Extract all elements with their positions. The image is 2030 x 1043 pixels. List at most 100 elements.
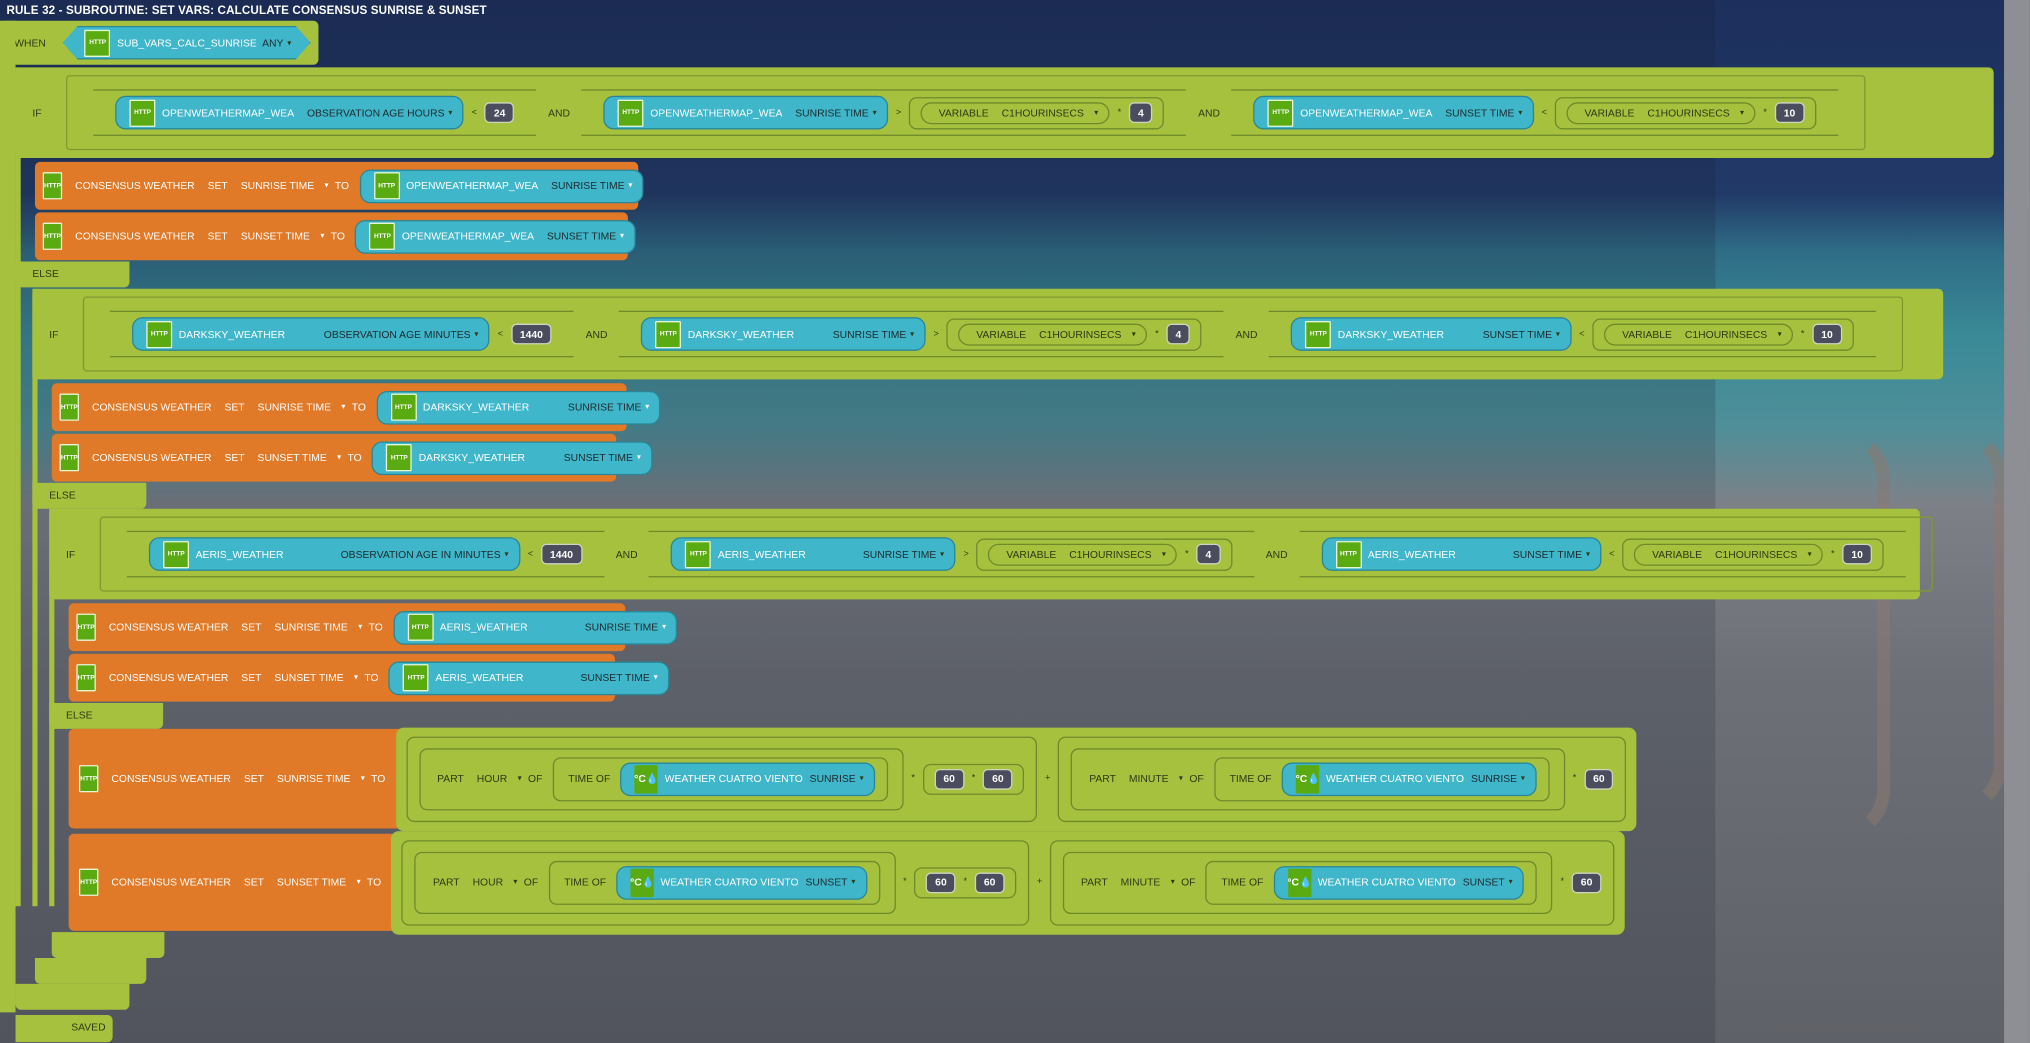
number-input[interactable]: 4: [1196, 543, 1221, 565]
chevron-down-icon[interactable]: ▾: [653, 674, 658, 683]
number-input[interactable]: 60: [1571, 871, 1602, 893]
chevron-down-icon[interactable]: ▾: [1178, 775, 1183, 784]
chevron-down-icon[interactable]: ▾: [1508, 879, 1513, 887]
chevron-down-icon[interactable]: ▾: [341, 403, 346, 412]
vertical-scrollbar[interactable]: [2004, 0, 2030, 1043]
chevron-down-icon[interactable]: ▾: [513, 879, 518, 887]
target-field-dropdown[interactable]: SUNSET TIME: [257, 451, 327, 464]
target-field-dropdown[interactable]: SUNSET TIME: [274, 671, 344, 684]
field-dropdown[interactable]: SUNRISE TIME: [862, 548, 937, 560]
field-dropdown[interactable]: SUNRISE TIME: [832, 328, 907, 340]
chevron-down-icon[interactable]: ▾: [636, 454, 641, 463]
field-dropdown[interactable]: SUNRISE: [809, 772, 856, 785]
chevron-down-icon[interactable]: ▾: [872, 109, 877, 118]
chevron-down-icon[interactable]: ▾: [645, 403, 650, 412]
target-field-dropdown[interactable]: SUNRISE TIME: [240, 179, 315, 192]
chevron-down-icon[interactable]: ▾: [628, 182, 633, 191]
target-field-dropdown[interactable]: SUNRISE TIME: [257, 401, 332, 413]
chevron-down-icon[interactable]: ▾: [287, 39, 292, 48]
chevron-down-icon[interactable]: ▾: [1161, 550, 1166, 559]
chevron-down-icon[interactable]: ▾: [1094, 109, 1099, 118]
number-input[interactable]: 4: [1128, 102, 1153, 123]
number-input[interactable]: 1440: [510, 323, 552, 345]
part-dropdown[interactable]: MINUTE: [1128, 772, 1169, 785]
number-input[interactable]: 60: [926, 871, 956, 893]
chevron-down-icon[interactable]: ▾: [353, 674, 358, 683]
part-dropdown[interactable]: MINUTE: [1120, 876, 1161, 889]
target-field-dropdown[interactable]: SUNRISE TIME: [276, 772, 351, 785]
number-input[interactable]: 10: [1842, 543, 1872, 565]
field-dropdown[interactable]: SUNSET TIME: [580, 671, 650, 684]
chevron-down-icon[interactable]: ▾: [448, 109, 453, 118]
number-input[interactable]: 60: [934, 768, 965, 790]
chevron-down-icon[interactable]: ▾: [940, 550, 945, 559]
chevron-down-icon[interactable]: ▾: [662, 623, 666, 632]
field-dropdown[interactable]: SUNSET TIME: [1512, 548, 1583, 560]
number-input[interactable]: 60: [974, 871, 1005, 893]
field-dropdown[interactable]: ANY: [262, 36, 284, 49]
chevron-down-icon[interactable]: ▾: [504, 550, 509, 559]
number-input[interactable]: 10: [1774, 102, 1805, 123]
chevron-down-icon[interactable]: ▾: [1740, 109, 1744, 118]
chevron-down-icon[interactable]: ▾: [910, 330, 915, 339]
chevron-down-icon[interactable]: ▾: [1518, 109, 1523, 118]
number-input[interactable]: 10: [1812, 323, 1842, 345]
field-dropdown[interactable]: SUNSET: [805, 876, 848, 889]
chevron-down-icon[interactable]: ▾: [1555, 330, 1560, 339]
number-input[interactable]: 1440: [540, 543, 583, 565]
chevron-down-icon[interactable]: ▾: [324, 182, 329, 191]
number-input[interactable]: 4: [1166, 323, 1191, 345]
chevron-down-icon[interactable]: ▾: [1520, 775, 1525, 784]
target-field-dropdown[interactable]: SUNRISE TIME: [274, 621, 348, 634]
chevron-down-icon[interactable]: ▾: [320, 233, 325, 241]
chevron-down-icon[interactable]: ▾: [1777, 330, 1782, 339]
field-dropdown[interactable]: SUNRISE TIME: [584, 621, 659, 634]
field-dropdown[interactable]: OBSERVATION AGE IN MINUTES: [340, 548, 501, 560]
field-dropdown[interactable]: SUNSET TIME: [1445, 106, 1515, 119]
field-dropdown[interactable]: SUNSET: [1462, 876, 1505, 889]
target-field-dropdown[interactable]: SUNSET TIME: [276, 876, 347, 889]
chevron-down-icon[interactable]: ▾: [358, 623, 363, 632]
chevron-down-icon[interactable]: ▾: [517, 775, 522, 784]
chevron-down-icon[interactable]: ▾: [1131, 330, 1136, 339]
field-dropdown[interactable]: SUNRISE TIME: [551, 179, 625, 192]
number-input[interactable]: 60: [1584, 768, 1614, 790]
chevron-down-icon[interactable]: ▾: [1807, 550, 1812, 559]
chevron-down-icon[interactable]: ▾: [1585, 550, 1590, 559]
field-dropdown[interactable]: SUNRISE: [1470, 772, 1518, 785]
chevron-down-icon[interactable]: ▾: [620, 233, 624, 241]
part-dropdown[interactable]: HOUR: [472, 876, 504, 889]
chevron-down-icon[interactable]: ▾: [356, 879, 361, 887]
chevron-down-icon[interactable]: ▾: [360, 775, 365, 784]
chevron-down-icon[interactable]: ▾: [851, 879, 856, 887]
field-dropdown[interactable]: OBSERVATION AGE MINUTES: [323, 328, 471, 340]
target-field-dropdown[interactable]: SUNSET TIME: [240, 230, 310, 243]
number-input[interactable]: 24: [484, 102, 515, 123]
chevron-down-icon[interactable]: ▾: [859, 775, 864, 784]
field-dropdown[interactable]: SUNSET TIME: [546, 230, 617, 243]
field-dropdown[interactable]: SUNRISE TIME: [567, 401, 642, 413]
part-dropdown[interactable]: HOUR: [476, 772, 508, 785]
